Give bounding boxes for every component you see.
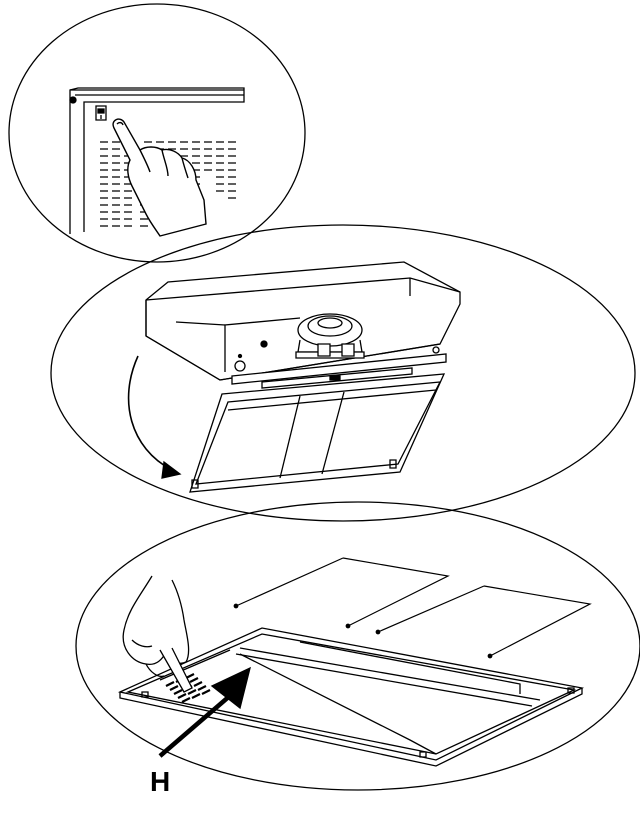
callout-label-h: H bbox=[150, 766, 171, 797]
wire-rods bbox=[234, 558, 590, 658]
panel-3-remove-filter bbox=[76, 502, 640, 790]
swing-panel-icon bbox=[190, 374, 444, 492]
swing-arrow-icon bbox=[129, 356, 180, 478]
panel-2-circle bbox=[51, 225, 635, 521]
panel-2-open-panel bbox=[51, 225, 635, 521]
pressing-hand-icon bbox=[113, 119, 206, 236]
panel-1-press-button bbox=[9, 4, 305, 262]
knob-icon bbox=[235, 355, 245, 372]
gripping-hand-icon bbox=[123, 576, 192, 692]
control-button-icon bbox=[96, 106, 106, 120]
filter-tray-icon bbox=[120, 628, 582, 766]
fan-motor-icon bbox=[296, 314, 364, 358]
panel-3-circle bbox=[76, 502, 640, 790]
panel-1-circle bbox=[9, 4, 305, 262]
pointer-arrow-icon bbox=[160, 668, 250, 756]
